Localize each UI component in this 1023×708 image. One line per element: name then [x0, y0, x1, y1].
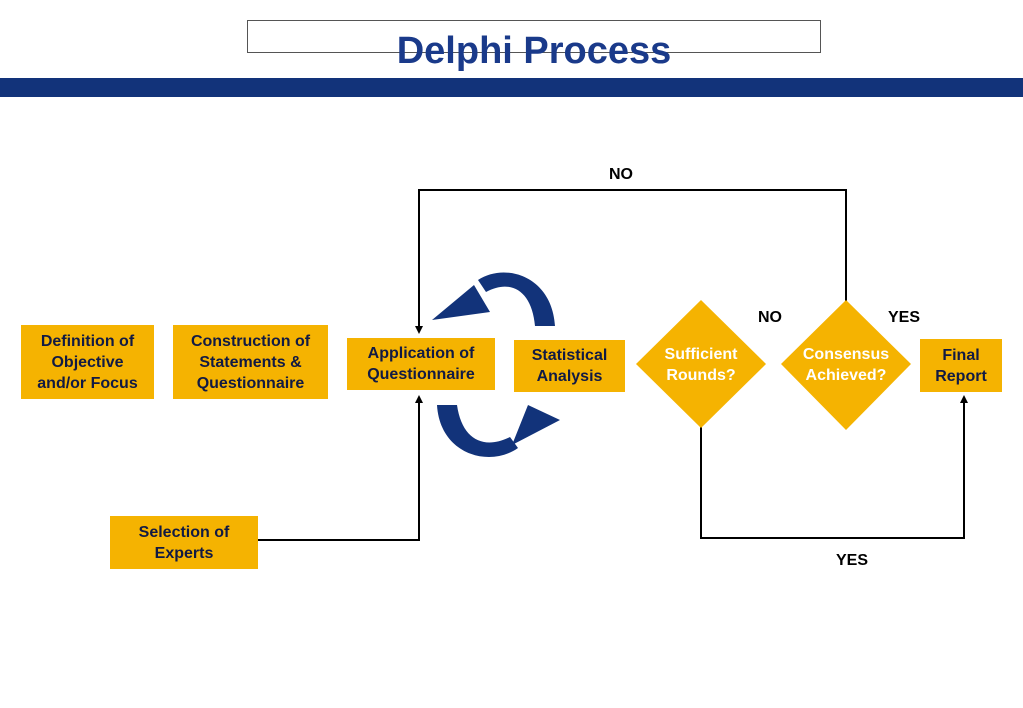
- application-box: Application of Questionnaire: [347, 338, 495, 390]
- statistical-box: Statistical Analysis: [514, 340, 625, 392]
- sufficient-rounds-label: Sufficient Rounds?: [664, 346, 738, 384]
- sufficient-rounds-diamond: [636, 300, 766, 428]
- consensus-label: Consensus Achieved?: [802, 346, 890, 384]
- edge-label-consensus-yes: YES: [888, 309, 921, 326]
- final-report-label: Final Report: [935, 346, 987, 385]
- cycle-arrow-bottom-icon: [437, 405, 560, 457]
- construction-label: Construction of Statements & Questionnai…: [190, 332, 311, 392]
- consensus-label-wrap: Consensus Achieved?: [786, 340, 906, 390]
- edge-label-rounds-yes: YES: [836, 552, 869, 569]
- page-title: Delphi Process: [396, 30, 672, 72]
- edge-label-sufficient-no: NO: [758, 309, 782, 326]
- header-band: [0, 78, 1023, 97]
- title-frame: [247, 20, 821, 53]
- selection-label: Selection of Experts: [138, 523, 230, 562]
- edge-label-loop-no: NO: [609, 166, 633, 183]
- application-label: Application of Questionnaire: [367, 345, 475, 383]
- construction-box: Construction of Statements & Questionnai…: [173, 325, 328, 399]
- connector-selection-to-application: [258, 395, 423, 541]
- consensus-diamond: [781, 300, 911, 430]
- connector-rounds-yes-to-final: [700, 395, 968, 539]
- definition-label: Definition of Objective and/or Focus: [37, 332, 138, 392]
- sufficient-rounds-label-wrap: Sufficient Rounds?: [641, 340, 761, 390]
- definition-box: Definition of Objective and/or Focus: [21, 325, 154, 399]
- cycle-arrow-top-icon: [432, 272, 555, 326]
- final-report-box: Final Report: [920, 339, 1002, 392]
- connector-consensus-no-loop: [415, 189, 847, 334]
- selection-box: Selection of Experts: [110, 516, 258, 569]
- statistical-label: Statistical Analysis: [531, 347, 608, 385]
